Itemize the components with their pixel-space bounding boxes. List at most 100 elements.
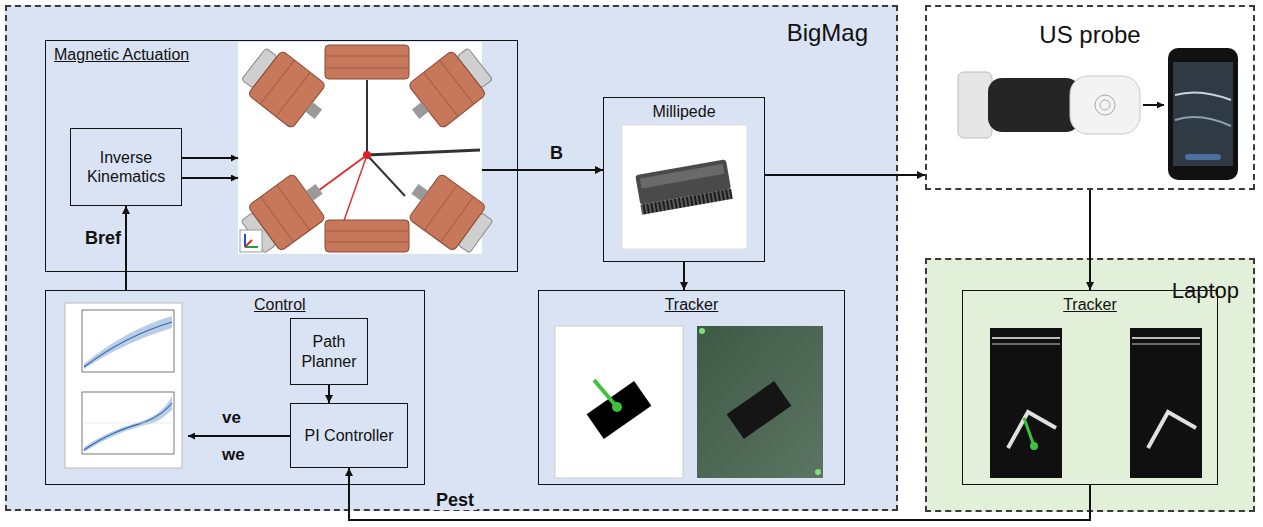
label-holder: Pest bbox=[433, 490, 477, 511]
coil-part bbox=[305, 102, 322, 119]
coil-system-illustration bbox=[236, 42, 497, 260]
ultrasound-images-part bbox=[990, 328, 1062, 478]
section-heading: Tracker bbox=[1063, 296, 1117, 313]
tracker-images-part bbox=[594, 380, 617, 407]
panel-title: Laptop bbox=[1172, 278, 1239, 303]
tracker-images bbox=[555, 326, 823, 478]
smartphone bbox=[1168, 48, 1238, 180]
millipede-photo-part bbox=[635, 159, 733, 214]
signal-label: Pest bbox=[433, 490, 477, 510]
tracker-images-part bbox=[612, 402, 622, 412]
block-box: PI Controller bbox=[290, 403, 408, 468]
ultrasound-images-part bbox=[992, 343, 1060, 345]
actuation-arrows-part bbox=[182, 157, 238, 159]
speed-turn-plot-part bbox=[84, 316, 172, 369]
heading-holder: Tracker bbox=[539, 296, 844, 314]
section-heading: Tracker bbox=[665, 296, 719, 313]
signal-label: we bbox=[222, 445, 245, 464]
block-label: Path Planner bbox=[295, 332, 363, 370]
signal-arrow bbox=[349, 468, 1090, 520]
tracker-images-part bbox=[555, 326, 683, 478]
axis-icon-part bbox=[240, 230, 262, 252]
ultrasound-probe bbox=[958, 72, 1140, 138]
signal-label: B bbox=[550, 143, 563, 163]
panel-title: US probe bbox=[1039, 21, 1140, 48]
speed-turn-plot-part bbox=[82, 310, 174, 372]
block-box: Inverse Kinematics bbox=[70, 128, 182, 206]
actuation-arrows-part bbox=[482, 169, 519, 171]
ultrasound-images-part bbox=[1030, 442, 1038, 450]
heading-holder: Laptop bbox=[1172, 278, 1239, 304]
coil-part bbox=[261, 197, 294, 242]
actuation-arrows bbox=[182, 158, 519, 178]
coil-part bbox=[325, 220, 409, 252]
ultrasound-probe-part bbox=[958, 72, 992, 138]
coil-system-illustration-part bbox=[363, 151, 371, 159]
probe-to-phone-arrow bbox=[1143, 105, 1164, 106]
coil-part bbox=[325, 231, 409, 232]
coil-part bbox=[325, 68, 409, 69]
coil-part bbox=[241, 48, 277, 88]
coil-part bbox=[325, 56, 409, 57]
coil-part bbox=[412, 102, 429, 119]
heading-holder: Millipede bbox=[604, 103, 764, 121]
smartphone-part bbox=[1173, 62, 1233, 166]
coil-part bbox=[424, 185, 457, 230]
region-panel: BigMagMagnetic ActuationInverse Kinemati… bbox=[5, 5, 898, 511]
smartphone-part bbox=[1175, 92, 1231, 100]
coil-part bbox=[248, 50, 327, 129]
ultrasound-images-part bbox=[992, 337, 1060, 339]
coil-part bbox=[424, 72, 458, 116]
coil-part bbox=[411, 184, 428, 201]
ultrasound-images-part bbox=[1148, 412, 1196, 448]
signal-arrow bbox=[328, 385, 330, 403]
coil-part bbox=[306, 184, 323, 201]
ultrasound-probe-part bbox=[1070, 76, 1140, 134]
label-holder: B bbox=[550, 143, 563, 164]
block-box: Millipede bbox=[603, 97, 765, 262]
signal-arrow bbox=[765, 174, 925, 176]
axis-icon bbox=[240, 230, 262, 252]
millipede-photo-part-part bbox=[635, 159, 731, 205]
signal-arrow bbox=[1089, 190, 1091, 290]
coil-part bbox=[276, 72, 310, 116]
coil bbox=[325, 220, 409, 252]
coil-part bbox=[325, 45, 409, 79]
coil-part bbox=[440, 197, 473, 242]
millipede-photo bbox=[622, 125, 747, 249]
ultrasound-probe-part bbox=[1100, 100, 1110, 110]
ultrasound-probe-part bbox=[1095, 95, 1115, 115]
coil-part bbox=[277, 185, 310, 230]
label-holder: Bref bbox=[85, 228, 121, 249]
coil bbox=[398, 42, 497, 137]
coil-system-illustration-part bbox=[367, 150, 480, 155]
probe-to-phone-arrow-part bbox=[1143, 104, 1164, 106]
signal-arrow bbox=[518, 169, 603, 171]
millipede-photo-part bbox=[622, 125, 747, 249]
tracker-images-part bbox=[727, 381, 792, 439]
coil bbox=[398, 166, 497, 260]
coil bbox=[237, 42, 336, 137]
millipede-photo-part-part bbox=[640, 164, 724, 188]
coil-part bbox=[325, 242, 409, 243]
signal-label: ve bbox=[222, 408, 241, 427]
coil-part bbox=[457, 48, 493, 88]
coil-part bbox=[248, 173, 326, 251]
axis-icon-part bbox=[245, 246, 258, 248]
region-panel: US probe bbox=[925, 5, 1255, 190]
actuation-arrows-part bbox=[182, 177, 238, 179]
smartphone-part bbox=[1168, 48, 1238, 180]
ultrasound-images bbox=[990, 328, 1202, 478]
block-box: Path Planner bbox=[290, 318, 368, 385]
ultrasound-probe-part bbox=[988, 78, 1080, 132]
label-holder: we bbox=[222, 445, 245, 465]
ultrasound-images-part bbox=[1008, 412, 1056, 448]
coil-system-illustration-part bbox=[238, 42, 482, 254]
region-panel: LaptopTracker bbox=[925, 258, 1255, 512]
block-box: Tracker bbox=[538, 290, 845, 485]
speed-turn-plot-part bbox=[82, 392, 174, 454]
heading-holder: BigMag bbox=[787, 19, 868, 47]
controller-output-arrow-part bbox=[188, 435, 290, 437]
tracker-images-part bbox=[815, 469, 821, 475]
